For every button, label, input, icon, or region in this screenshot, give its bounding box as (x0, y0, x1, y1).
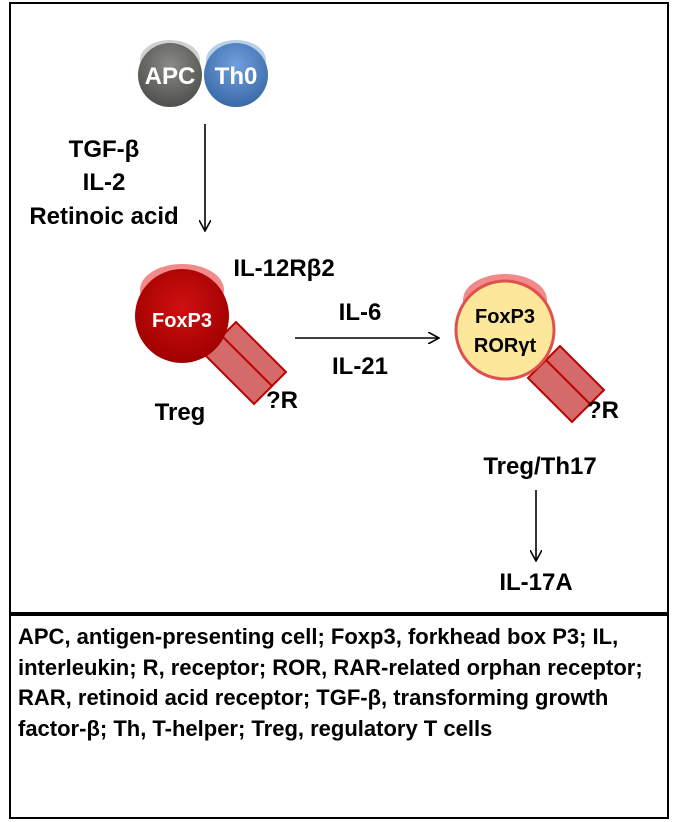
pathway-diagram: APC Th0 TGF-β IL-2 Retinoic acid FoxP3 I… (29, 40, 619, 596)
treg-cell (135, 264, 229, 363)
il12r-label: IL-12Rβ2 (233, 255, 334, 282)
apc-cell (138, 40, 202, 107)
hybrid-foxp3-label: FoxP3 (475, 306, 535, 328)
hybrid-rorgt-label: RORγt (474, 335, 537, 357)
receptor-right-label: ?R (587, 397, 619, 424)
treg-foxp3-label: FoxP3 (152, 310, 212, 332)
il-6-label: IL-6 (339, 299, 382, 326)
legend-panel (9, 614, 669, 819)
il-17a-label: IL-17A (499, 569, 572, 596)
receptor-left-label: ?R (266, 387, 298, 414)
treg-th17-cell (454, 274, 556, 381)
abbreviations-legend: APC, antigen-presenting cell; Foxp3, for… (18, 624, 643, 741)
treg-th17-label: Treg/Th17 (483, 453, 596, 480)
diagram-panel (9, 2, 669, 614)
il-21-label: IL-21 (332, 353, 388, 380)
th0-label: Th0 (215, 63, 258, 90)
inducer-il-2: IL-2 (83, 169, 126, 196)
inducer-tgf-beta: TGF-β (69, 136, 140, 163)
apc-label: APC (145, 63, 196, 90)
th0-cell (204, 40, 268, 107)
treg-label: Treg (155, 399, 206, 426)
inducer-retinoic-acid: Retinoic acid (29, 203, 178, 230)
